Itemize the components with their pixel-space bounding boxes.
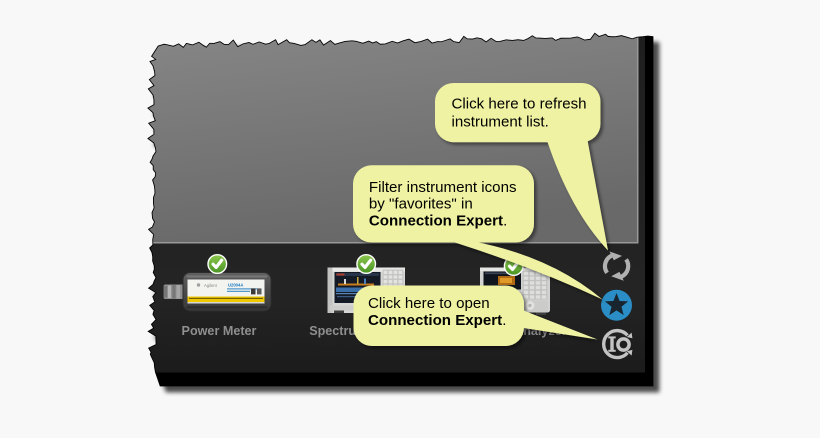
svg-text:Click here to open: Click here to open: [368, 295, 490, 312]
svg-text:instrument list.: instrument list.: [452, 113, 549, 130]
svg-text:U2004A: U2004A: [228, 283, 243, 288]
svg-text:Filter instrument icons: Filter instrument icons: [369, 179, 517, 196]
svg-text:Connection Expert.: Connection Expert.: [368, 312, 506, 329]
svg-text:Agilent: Agilent: [204, 283, 218, 288]
svg-text:U2004A USB Power Sensor: U2004A USB Power Sensor: [166, 338, 272, 348]
svg-text:Connection Expert.: Connection Expert.: [369, 212, 507, 229]
svg-text:Click here to refresh: Click here to refresh: [452, 96, 587, 113]
svg-text:Power Meter: Power Meter: [182, 324, 257, 338]
svg-text:by "favorites" in: by "favorites" in: [369, 196, 473, 213]
